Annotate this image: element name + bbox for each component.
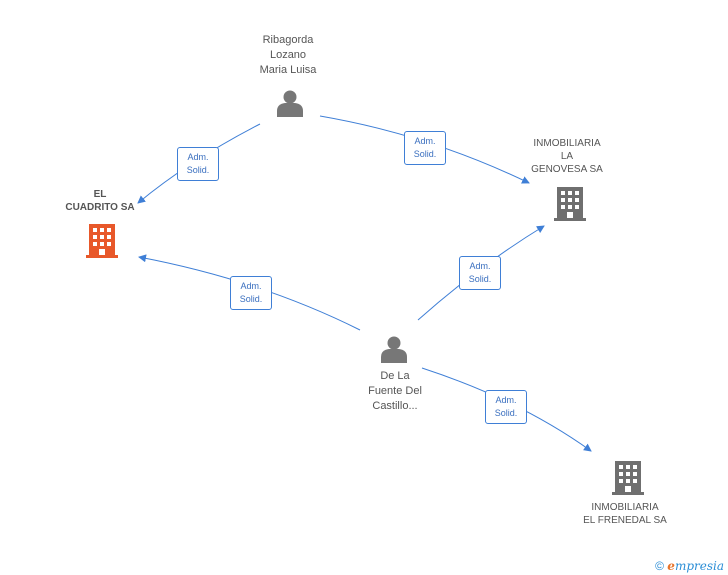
node-label-line: INMOBILIARIA (533, 138, 601, 149)
edge-label-line: Adm. (187, 152, 209, 162)
building-icon[interactable] (612, 461, 644, 495)
edge-label-line: Adm. (414, 136, 436, 146)
edge-label-line: Solid. (413, 149, 437, 159)
node-label-cuadrito[interactable]: EL CUADRITO SA (40, 188, 160, 214)
node-label-line: Maria Luisa (259, 64, 317, 76)
node-label-delafuente[interactable]: De La Fuente Del Castillo... (345, 369, 445, 414)
edge-label-delafuente-frenedal[interactable]: Adm. Solid. (485, 390, 527, 424)
building-icon-focus[interactable] (86, 224, 118, 258)
node-label-line: CUADRITO SA (65, 202, 135, 213)
node-label-line: EL FRENEDAL SA (583, 515, 667, 526)
node-label-line: Lozano (269, 49, 307, 61)
edge-label-line: Solid. (239, 294, 263, 304)
copyright-symbol: © (655, 559, 664, 573)
edge-label-line: Solid. (468, 274, 492, 284)
node-label-line: De La (380, 370, 410, 382)
node-label-line: GENOVESA SA (531, 164, 603, 175)
edge-label-line: Solid. (494, 408, 518, 418)
person-icon[interactable] (381, 336, 407, 364)
empresia-logo: empresia (667, 559, 724, 573)
empresia-logo-rest: mpresia (674, 559, 724, 573)
edge-label-ribagorda-genovesa[interactable]: Adm. Solid. (404, 131, 446, 165)
edge-label-line: Adm. (240, 281, 262, 291)
edge-label-line: Adm. (495, 395, 517, 405)
node-label-line: INMOBILIARIA (591, 502, 659, 513)
node-label-line: EL (93, 189, 107, 200)
node-label-line: Castillo... (372, 400, 418, 412)
edge-label-line: Solid. (186, 165, 210, 175)
node-label-line: Fuente Del (368, 385, 422, 397)
edge-label-delafuente-genovesa[interactable]: Adm. Solid. (459, 256, 501, 290)
node-label-line: Ribagorda (262, 34, 314, 46)
edge-label-line: Adm. (469, 261, 491, 271)
person-icon[interactable] (277, 90, 303, 118)
empresia-logo-e: e (667, 559, 675, 573)
node-label-genovesa[interactable]: INMOBILIARIA LA GENOVESA SA (512, 137, 622, 176)
node-label-ribagorda[interactable]: Ribagorda Lozano Maria Luisa (238, 33, 338, 78)
edge-label-delafuente-cuadrito[interactable]: Adm. Solid. (230, 276, 272, 310)
footer-brand: © empresia (655, 559, 724, 573)
edge-label-ribagorda-cuadrito[interactable]: Adm. Solid. (177, 147, 219, 181)
node-label-frenedal[interactable]: INMOBILIARIA EL FRENEDAL SA (570, 501, 680, 527)
building-icon[interactable] (554, 187, 586, 221)
node-label-line: LA (560, 151, 574, 162)
